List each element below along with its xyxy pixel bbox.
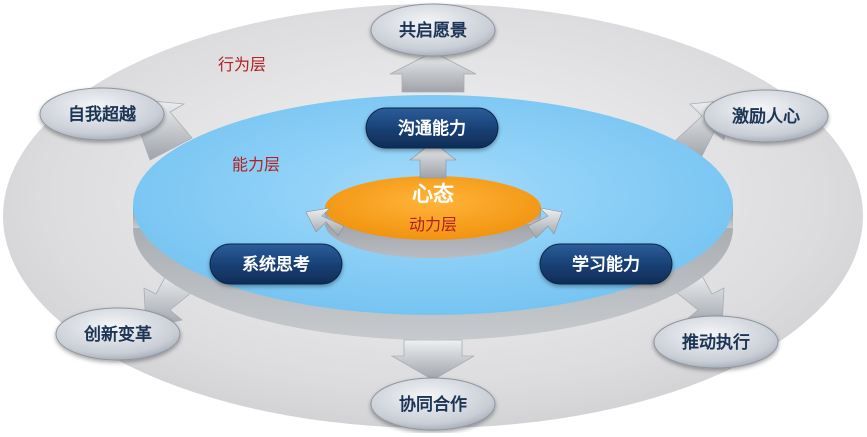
ability-node-label: 学习能力: [572, 254, 640, 275]
behavior-node-label: 协同合作: [399, 394, 467, 415]
behavior-node-inspire: 激励人心: [703, 89, 829, 143]
core-title: 心态: [412, 182, 454, 206]
motivation-disk: [325, 176, 541, 258]
behavior-node-label: 推动执行: [682, 332, 750, 353]
ability-node-systems-thinking: 系统思考: [209, 243, 343, 285]
arrow-up-inner-icon: [409, 141, 457, 179]
ability-node-learning: 学习能力: [539, 243, 673, 285]
behavior-node-execution: 推动执行: [653, 315, 779, 369]
behavior-node-shared-vision: 共启愿景: [370, 3, 496, 57]
arrow-up-icon: [389, 51, 477, 93]
behavior-layer-label: 行为层: [218, 55, 266, 74]
ability-node-label: 系统思考: [242, 254, 310, 275]
ability-node-label: 沟通能力: [398, 118, 466, 139]
inner-arrows: [305, 141, 563, 239]
behavior-node-collaboration: 协同合作: [370, 377, 496, 431]
behavior-node-self-transcendence: 自我超越: [39, 87, 165, 141]
arrow-lower-right-inner-icon: [527, 207, 563, 239]
ability-layer-label: 能力层: [232, 155, 280, 174]
arrow-down-icon: [390, 339, 476, 381]
arrow-lower-left-inner-icon: [305, 207, 345, 237]
motivation-layer-label: 动力层: [409, 215, 457, 234]
behavior-node-label: 自我超越: [68, 104, 137, 125]
behavior-node-label: 共启愿景: [399, 20, 467, 41]
behavior-node-label: 激励人心: [732, 106, 800, 127]
behavior-node-label: 创新变革: [83, 324, 152, 345]
ability-node-communication: 沟通能力: [365, 107, 499, 149]
behavior-node-innovation: 创新变革: [55, 307, 181, 361]
